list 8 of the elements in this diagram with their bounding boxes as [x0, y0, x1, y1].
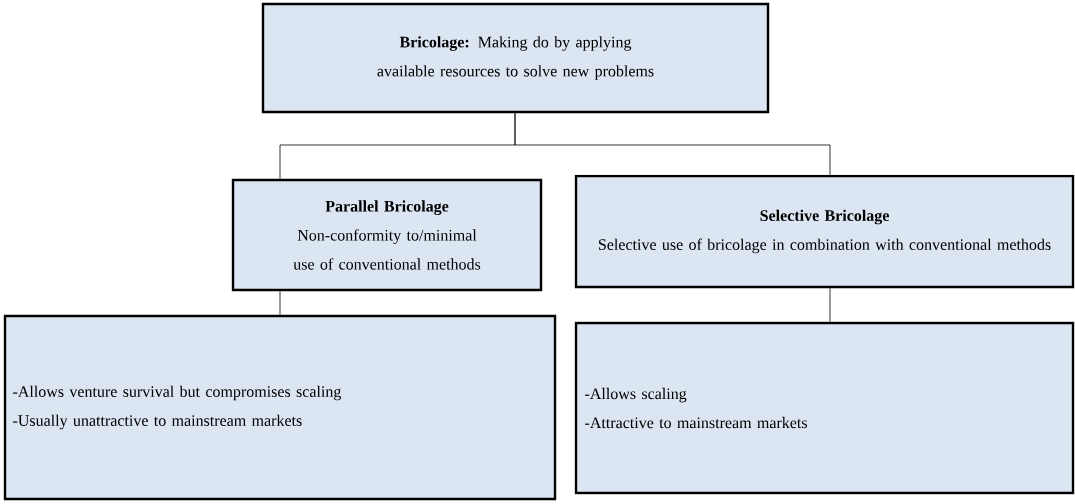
connector-line [829, 287, 831, 323]
connector-line [514, 112, 831, 176]
text-box: Bricolage: Making do by applying available resources to solve new problems [261, 2, 770, 114]
connector-line [279, 290, 281, 316]
text-box: Selective Bricolage Selective use of bricolage in combination with conventional methods [574, 174, 1075, 289]
text-box: -Allows venture survival but compromises scaling -Usually unattractive to mainstream markets [3, 314, 557, 501]
text-box: Parallel Bricolage Non-conformity to/minimal use of conventional methods [231, 178, 543, 292]
text-box: -Allows scaling -Attractive to mainstream markets [574, 321, 1075, 495]
